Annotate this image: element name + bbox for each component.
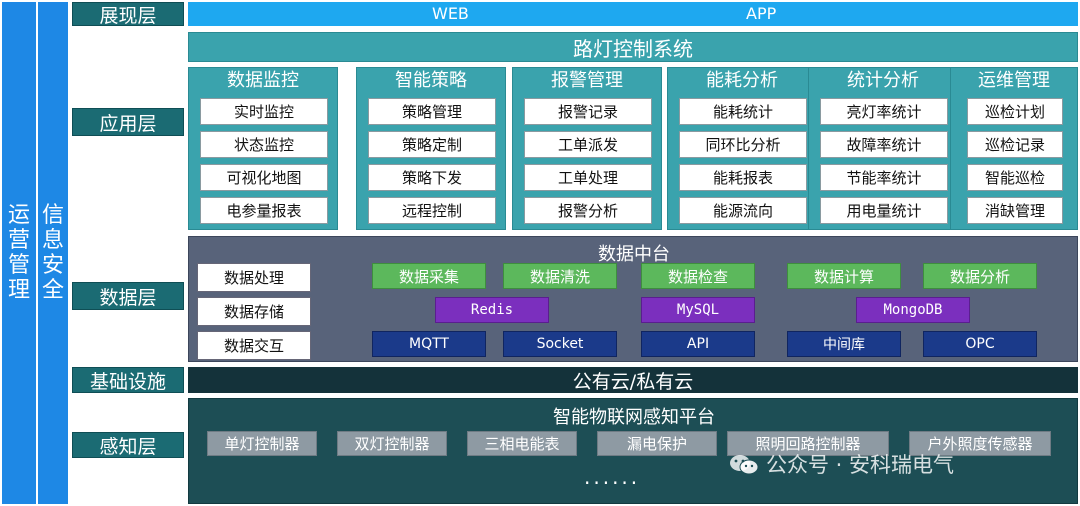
module-item: 故障率统计 [820,131,948,158]
device-leakage-protection: 漏电保护 [597,431,717,456]
device-3phase-meter: 三相电能表 [467,431,577,456]
socket-box: Socket [503,331,617,357]
data-collect-box: 数据采集 [372,263,486,289]
module-item: 能源流向 [679,197,807,224]
mqtt-box: MQTT [372,331,486,357]
device-loop-controller: 照明回路控制器 [727,431,889,456]
module-item: 策略定制 [368,131,496,158]
module-item: 远程控制 [368,197,496,224]
layer-label-perception: 感知层 [72,432,184,458]
module-column: 能耗分析能耗统计同环比分析能耗报表能源流向 [667,67,817,230]
watermark: 公众号 · 安科瑞电气 [728,449,954,479]
redis-box: Redis [435,297,549,323]
module-item: 报警记录 [524,98,652,125]
module-title: 运维管理 [978,70,1050,91]
module-title: 能耗分析 [706,70,778,91]
module-item: 工单派发 [524,131,652,158]
system-title: 路灯控制系统 [188,32,1078,62]
data-check-box: 数据检查 [641,263,755,289]
app-label: APP [746,4,777,23]
watermark-text: 公众号 · 安科瑞电气 [766,453,955,477]
module-title: 智能策略 [395,70,467,91]
module-column: 智能策略策略管理策略定制策略下发远程控制 [356,67,506,230]
device-single-lamp: 单灯控制器 [207,431,317,456]
cloud-bar: 公有云/私有云 [188,367,1078,393]
middleware-db-box: 中间库 [787,331,901,357]
more-devices-ellipsis: ······ [584,471,641,495]
data-clean-box: 数据清洗 [503,263,617,289]
module-item: 用电量统计 [820,197,948,224]
opc-box: OPC [923,331,1037,357]
ops-management-bar: 运营管理 [2,2,36,504]
data-analysis-box: 数据分析 [923,263,1037,289]
module-item: 能耗报表 [679,164,807,191]
module-column: 报警管理报警记录工单派发工单处理报警分析 [512,67,662,230]
data-compute-box: 数据计算 [787,263,901,289]
module-column: 数据监控实时监控状态监控可视化地图电参量报表 [188,67,338,230]
module-item: 报警分析 [524,197,652,224]
module-item: 状态监控 [200,131,328,158]
data-exchange-box: 数据交互 [197,331,311,360]
layer-label-presentation: 展现层 [72,2,184,27]
mysql-box: MySQL [641,297,755,323]
api-box: API [641,331,755,357]
wechat-icon [730,455,759,475]
module-item: 消缺管理 [967,197,1063,224]
module-item: 策略管理 [368,98,496,125]
data-platform-title: 数据中台 [598,244,670,265]
module-item: 同环比分析 [679,131,807,158]
presentation-bar: WEB APP [188,2,1078,26]
device-lux-sensor: 户外照度传感器 [909,431,1051,456]
module-item: 实时监控 [200,98,328,125]
data-platform-panel: 数据中台 数据处理 数据存储 数据交互 数据采集 数据清洗 数据检查 数据计算 … [188,236,1078,362]
module-item: 电参量报表 [200,197,328,224]
device-dual-lamp: 双灯控制器 [337,431,447,456]
module-column: 统计分析亮灯率统计故障率统计节能率统计用电量统计 [808,67,958,230]
ops-management-label: 运营管理 [8,203,31,303]
module-item: 亮灯率统计 [820,98,948,125]
layer-label-application: 应用层 [72,108,184,136]
module-item: 能耗统计 [679,98,807,125]
module-item: 节能率统计 [820,164,948,191]
module-title: 统计分析 [847,70,919,91]
data-processing-box: 数据处理 [197,263,311,292]
perception-title: 智能物联网感知平台 [553,407,715,428]
module-item: 工单处理 [524,164,652,191]
layer-label-infrastructure: 基础设施 [72,367,184,393]
module-column: 运维管理巡检计划巡检记录智能巡检消缺管理 [950,67,1078,230]
module-item: 可视化地图 [200,164,328,191]
module-item: 智能巡检 [967,164,1063,191]
info-security-bar: 信息安全 [38,2,68,504]
module-item: 策略下发 [368,164,496,191]
web-label: WEB [432,4,469,23]
module-item: 巡检记录 [967,131,1063,158]
info-security-label: 信息安全 [42,203,65,303]
mongodb-box: MongoDB [856,297,970,323]
perception-panel: 智能物联网感知平台 单灯控制器 双灯控制器 三相电能表 漏电保护 照明回路控制器… [188,398,1078,504]
module-title: 数据监控 [227,70,299,91]
layer-label-data: 数据层 [72,282,184,310]
module-title: 报警管理 [551,70,623,91]
module-item: 巡检计划 [967,98,1063,125]
data-storage-box: 数据存储 [197,297,311,326]
